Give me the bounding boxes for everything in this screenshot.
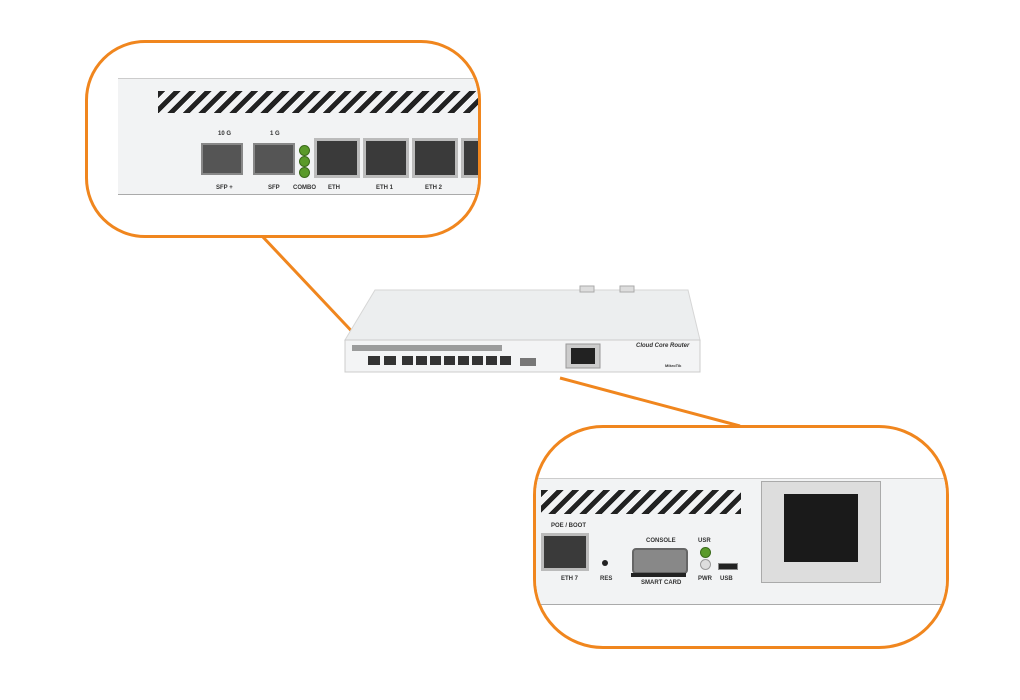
vent-grille (541, 490, 741, 514)
status-led (299, 156, 310, 167)
top-connector-line (260, 234, 362, 342)
eth-port[interactable] (314, 138, 360, 178)
sfp-plus-port[interactable] (201, 143, 243, 175)
poe-boot-label: POE / BOOT (551, 523, 587, 529)
reset-button[interactable] (602, 560, 608, 566)
status-led (299, 145, 310, 156)
usr-led (700, 547, 711, 558)
device-logo: MikroTik (665, 363, 682, 368)
eth2-port[interactable] (412, 138, 458, 178)
router-device (344, 285, 701, 373)
eth3-port[interactable] (461, 138, 478, 178)
usb-port[interactable] (718, 563, 738, 570)
sfp-plus-label: SFP + (216, 185, 233, 191)
eth1-label: ETH 1 (376, 185, 394, 191)
lcd-touchscreen[interactable] (784, 494, 858, 562)
sfp-port[interactable] (253, 143, 295, 175)
combo-label: COMBO (293, 185, 316, 191)
sfp-plus-speed-label: 10 G (218, 131, 232, 137)
pwr-label: PWR (698, 576, 712, 582)
bottom-zoom-callout: POE / BOOT ETH 7 RES CONSOLE SMART CARD … (533, 425, 949, 649)
eth7-port[interactable] (541, 533, 589, 571)
sfp-speed-label: 1 G (270, 131, 280, 137)
pwr-led (700, 559, 711, 570)
smart-card-label: SMART CARD (641, 580, 682, 586)
eth2-label: ETH 2 (425, 185, 443, 191)
res-label: RES (600, 576, 613, 582)
console-port[interactable] (632, 548, 688, 574)
eth1-port[interactable] (363, 138, 409, 178)
usb-label: USB (720, 576, 733, 582)
usr-label: USR (698, 538, 711, 544)
lcd-bezel (761, 481, 881, 583)
eth-label: ETH (328, 185, 340, 191)
vent-grille (158, 91, 478, 113)
top-zoom-callout: 10 G 1 G SFP + SFP COMBO ETH ETH 1 ETH 2 (85, 40, 481, 238)
status-led (299, 167, 310, 178)
device-brand-text: Cloud Core Router (636, 343, 690, 349)
sfp-label: SFP (268, 185, 280, 191)
eth7-label: ETH 7 (561, 576, 579, 582)
console-label: CONSOLE (646, 538, 676, 544)
smart-card-slot[interactable] (631, 573, 686, 577)
bottom-connector-line (559, 376, 741, 428)
